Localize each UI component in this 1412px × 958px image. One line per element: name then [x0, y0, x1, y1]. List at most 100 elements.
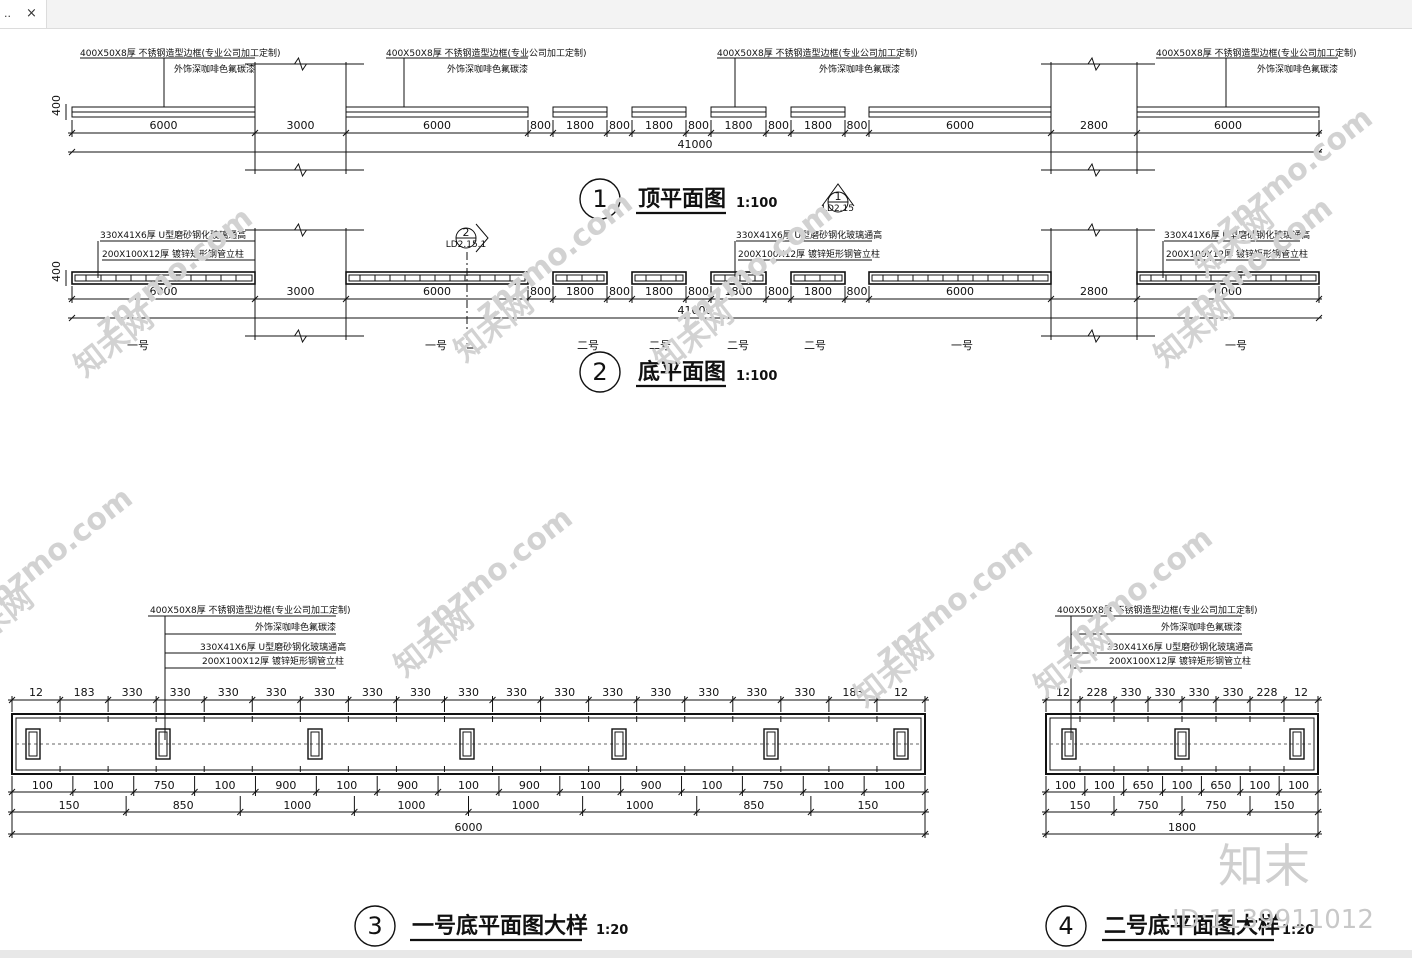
detail-top-dim: 330: [266, 686, 287, 699]
note-post: 200X100X12厚 镀锌矩形钢管立柱: [102, 248, 244, 260]
dim-tick: [1236, 788, 1244, 796]
dim-tick: [1246, 808, 1254, 816]
detail-row1-dim: 100: [336, 779, 357, 792]
dim-tick: [200, 696, 208, 704]
dim-tick: [1042, 808, 1050, 816]
note-glass: 330X41X6厚 U型磨砂钢化玻璃通高: [1164, 229, 1310, 241]
dim-tick: [252, 788, 259, 796]
dim-tick: [122, 808, 130, 816]
detail-row2-dim: 1000: [512, 799, 540, 812]
dim-tick: [248, 696, 256, 704]
plan-dim-text: 1800: [566, 119, 594, 132]
note-frame: 400X50X8厚 不锈钢造型边框(专业公司加工定制): [1156, 47, 1357, 59]
plan-dim-text: 2800: [1080, 285, 1108, 298]
plan-dim-text: 6000: [150, 285, 178, 298]
dim-tick: [1315, 129, 1323, 137]
steel-post-inner: [462, 731, 472, 757]
plan-dim-text: 6000: [423, 119, 451, 132]
dim-tick: [524, 295, 532, 303]
detail-top-dim: 330: [794, 686, 815, 699]
detail-top-dim: 12: [894, 686, 908, 699]
dim-tick: [707, 295, 715, 303]
view-number-circle: [579, 351, 621, 393]
detail-row1-dim: 100: [1094, 779, 1115, 792]
detail-top-dim: 183: [842, 686, 863, 699]
detail-total-dim: 6000: [455, 821, 483, 834]
break-zigzag: [294, 222, 307, 238]
close-icon[interactable]: ×: [26, 6, 37, 21]
dim-tick: [251, 129, 259, 137]
wall-segment: [710, 271, 767, 285]
dim-tick: [8, 788, 16, 796]
break-zigzag: [294, 162, 307, 178]
detail-row1-dim: 650: [1133, 779, 1154, 792]
dim-tick: [825, 696, 833, 704]
plan-dim-text: 1800: [725, 285, 753, 298]
dim-tick: [682, 129, 690, 137]
dim-tick: [865, 295, 873, 303]
dim-tick: [373, 788, 381, 796]
detail-top-dim: 330: [410, 686, 431, 699]
steel-post-inner: [28, 731, 38, 757]
section-marker-ref: LD2.15.1: [446, 240, 487, 250]
stone-frame: [1045, 713, 1319, 775]
dim-tick: [628, 129, 636, 137]
view-number-circle: [579, 178, 621, 220]
dim-tick: [489, 696, 496, 704]
detail-top-dim: 330: [1189, 686, 1210, 699]
detail-top-dim: 330: [362, 686, 383, 699]
detail-row1-dim: 900: [397, 779, 418, 792]
glass-core: [348, 274, 526, 282]
plan-dim-text: 800: [847, 119, 868, 132]
dim-tick: [69, 788, 77, 796]
steel-post: [1174, 728, 1190, 760]
detail-top-dim: 330: [314, 686, 335, 699]
dim-tick: [603, 295, 611, 303]
dim-tick: [1042, 696, 1050, 704]
stone-frame: [11, 713, 926, 775]
plan-dim-text: 1800: [645, 285, 673, 298]
detail-row1-dim: 900: [519, 779, 540, 792]
detail-top-dim: 228: [1087, 686, 1108, 699]
dim-tick: [1198, 788, 1205, 796]
type-label: 一号: [951, 339, 973, 352]
steel-post-inner: [766, 731, 776, 757]
plan-dim-text: 1800: [645, 119, 673, 132]
note-finish: 外饰深咖啡色氟碳漆: [1257, 63, 1338, 75]
detail-row1-dim: 100: [701, 779, 722, 792]
note-glass: 330X41X6厚 U型磨砂钢化玻璃通高: [100, 229, 246, 241]
dim-tick: [762, 129, 770, 137]
dim-tick: [1110, 808, 1118, 816]
steel-post-inner: [1064, 731, 1074, 757]
detail-row2-dim: 750: [1138, 799, 1159, 812]
detail-row1-dim: 900: [275, 779, 296, 792]
detail-row1-dim: 750: [762, 779, 783, 792]
detail-row2-dim: 150: [59, 799, 80, 812]
detail-row1-dim: 100: [215, 779, 236, 792]
dim-tick: [921, 788, 929, 796]
image-id-text: ID:1139911012: [1172, 905, 1374, 935]
dim-tick: [693, 808, 701, 816]
view-number: 4: [1058, 912, 1073, 940]
dim-tick: [549, 129, 557, 137]
detail-row1-dim: 100: [1288, 779, 1309, 792]
plan-dim-text: 800: [688, 285, 709, 298]
dim-tick: [1246, 696, 1254, 704]
break-zigzag: [1087, 328, 1101, 344]
detail-top-dim: 330: [1121, 686, 1142, 699]
dim-tick: [465, 808, 472, 816]
detail-row1-dim: 750: [154, 779, 175, 792]
dim-tick: [921, 808, 929, 816]
dim-tick: [617, 788, 625, 796]
detail-top-dim: 330: [746, 686, 767, 699]
steel-post-inner: [310, 731, 320, 757]
scroll-bar[interactable]: [0, 950, 1412, 958]
note-frame: 400X50X8厚 不锈钢造型边框(专业公司加工定制): [80, 47, 281, 59]
detail-row2-dim: 1000: [397, 799, 425, 812]
dim-tick: [1133, 129, 1141, 137]
plan-dim-text: 800: [609, 285, 630, 298]
dim-tick: [873, 696, 881, 704]
document-tab[interactable]: .. ×: [0, 0, 47, 28]
plan-dim-text: 1800: [566, 285, 594, 298]
dim-tick: [633, 696, 641, 704]
